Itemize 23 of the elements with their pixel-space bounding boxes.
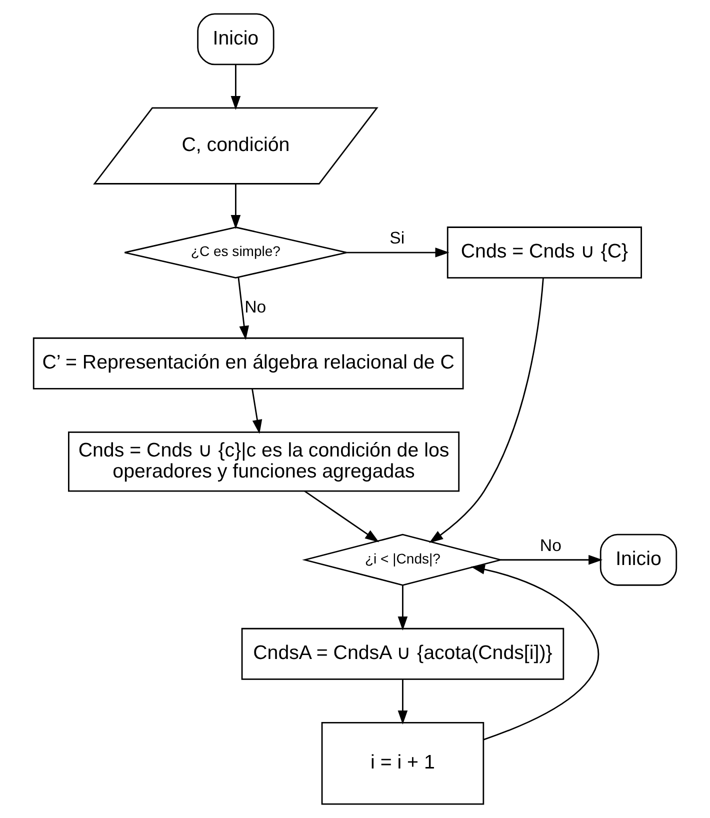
- arrow: [398, 680, 408, 724]
- arrow: [304, 490, 380, 542]
- edge-label: No: [244, 297, 266, 316]
- node-box: Cnds = Cnds ∪ {c}|c es la condición de los operadores y funciones agregadas: [68, 431, 460, 492]
- arrow: [500, 554, 603, 565]
- arrow: [346, 248, 450, 258]
- node-diamond: ¿C es simple?: [124, 226, 348, 278]
- arrow: [230, 184, 241, 230]
- node-box: Inicio: [600, 534, 678, 586]
- edge-label: No: [540, 536, 562, 555]
- arrow: [252, 388, 262, 434]
- arrow: [398, 585, 408, 630]
- node-box: C’ = Representación en álgebra relacional de C: [32, 337, 464, 390]
- node-box: Inicio: [197, 13, 274, 66]
- node-box: CndsA = CndsA ∪ {acota(Cnds[i])}: [241, 628, 564, 680]
- node-box: Cnds = Cnds ∪ {C}: [446, 226, 642, 278]
- arrow: [429, 278, 544, 544]
- edge-label: Si: [390, 228, 405, 248]
- arrow: [238, 277, 250, 340]
- node-diamond: ¿i < |Cnds|?: [302, 534, 504, 586]
- node-box: i = i + 1: [321, 722, 484, 805]
- arrow: [470, 564, 599, 740]
- arrow: [230, 64, 241, 110]
